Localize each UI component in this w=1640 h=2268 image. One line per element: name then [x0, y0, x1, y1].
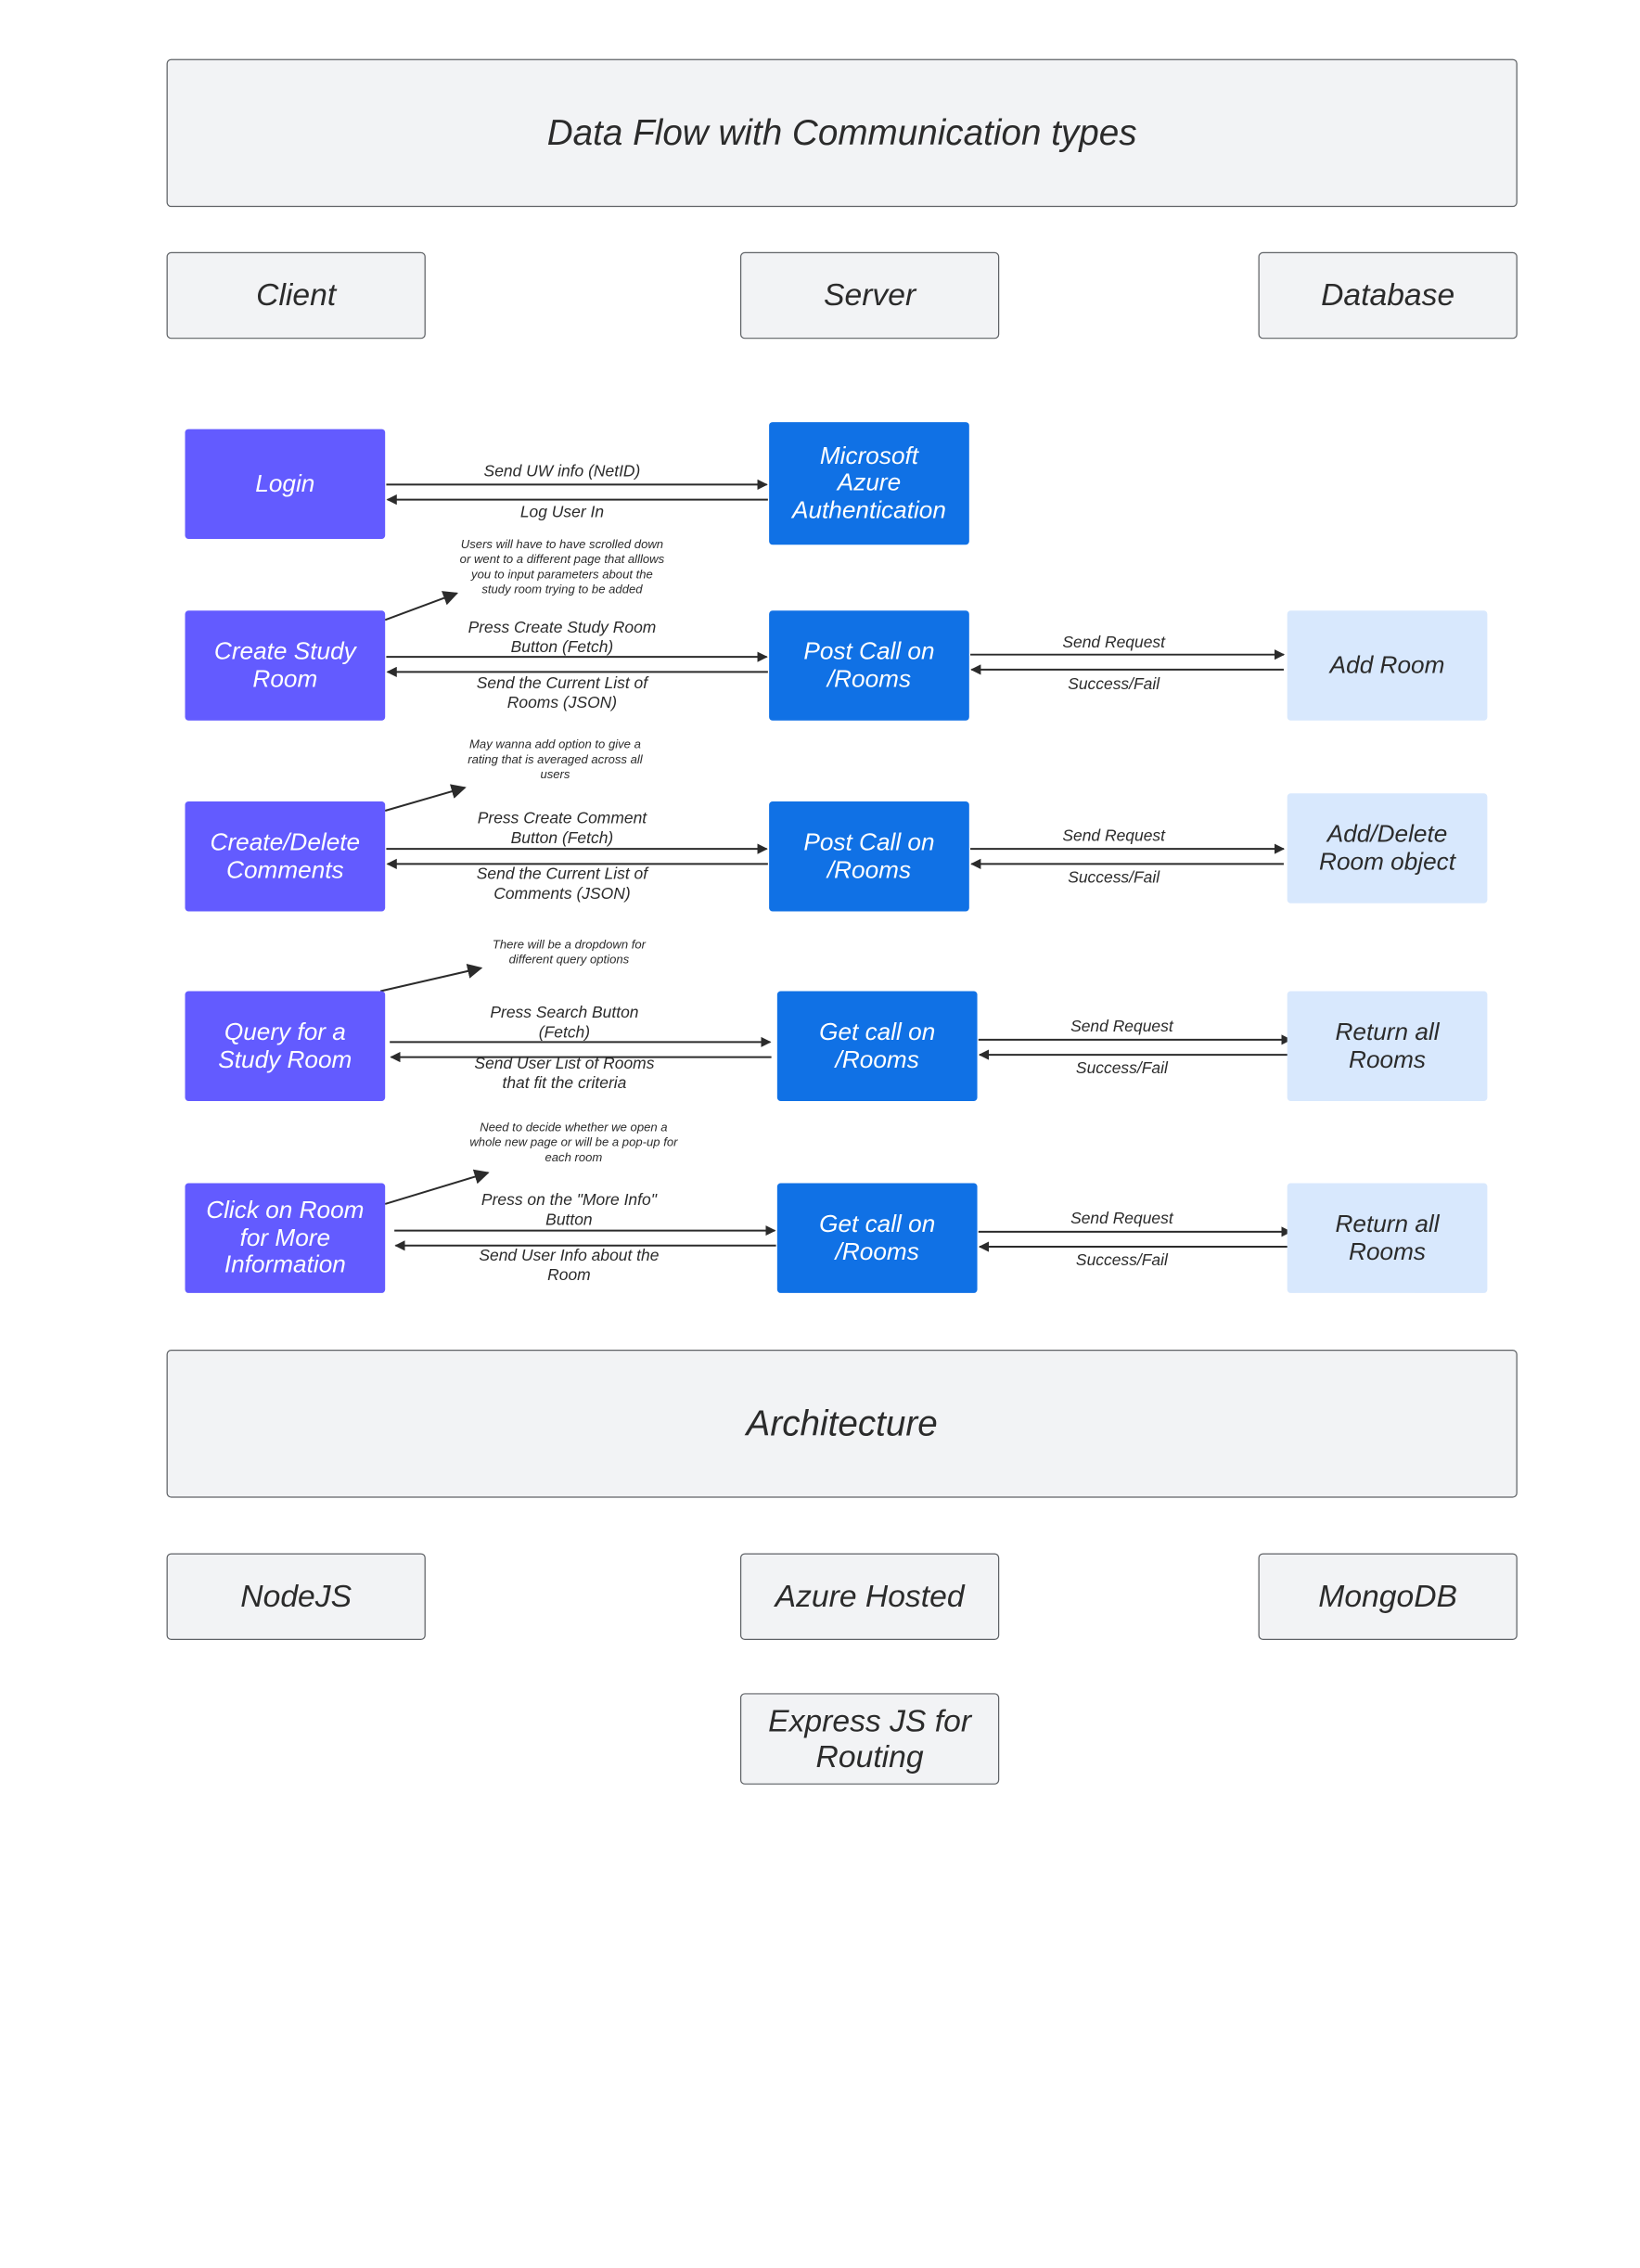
architecture-azure-hosted: Azure Hosted [739, 1553, 1000, 1640]
database-add-room-box: Add Room [1287, 610, 1488, 721]
database-return-rooms-box-2: Return all Rooms [1287, 1183, 1488, 1293]
label-login-response: Log User In [519, 502, 605, 521]
database-room-object-box: Add/Delete Room object [1287, 793, 1488, 903]
label-comments-response: Send the Current List of Comments (JSON) [476, 864, 648, 903]
architecture-title: Architecture [166, 1350, 1518, 1498]
server-azure-auth-box: Microsoft Azure Authentication [769, 422, 969, 545]
note-comments: May wanna add option to give a rating th… [468, 737, 643, 783]
client-comments-box: Create/Delete Comments [185, 801, 386, 912]
server-post-rooms-box: Post Call on /Rooms [769, 610, 969, 721]
server-get-rooms-box-2: Get call on /Rooms [776, 1183, 978, 1293]
label-query-request: Press Search Button (Fetch) [490, 1002, 639, 1042]
column-header-database: Database [1258, 251, 1518, 340]
label-add-room-request: Send Request [1062, 632, 1165, 651]
note-create-room: Users will have to have scrolled down or… [459, 537, 665, 597]
architecture-mongodb: MongoDB [1258, 1553, 1518, 1640]
label-query-response: Send User List of Rooms that fit the cri… [474, 1053, 655, 1093]
label-return-rooms-request: Send Request [1070, 1016, 1173, 1035]
label-return-rooms-2-response: Success/Fail [1075, 1249, 1168, 1269]
label-comments-request: Press Create Comment Button (Fetch) [477, 808, 647, 847]
diagram-title: Data Flow with Communication types [166, 58, 1518, 208]
server-post-rooms-box-2: Post Call on /Rooms [769, 801, 969, 912]
label-create-room-request: Press Create Study Room Button (Fetch) [468, 617, 657, 657]
label-room-object-response: Success/Fail [1068, 867, 1160, 887]
column-header-client: Client [166, 251, 426, 340]
connector-layer [379, 479, 1292, 1252]
label-return-rooms-2-request: Send Request [1070, 1208, 1173, 1227]
label-create-room-response: Send the Current List of Rooms (JSON) [476, 673, 648, 711]
column-header-server: Server [739, 251, 1000, 340]
architecture-express: Express JS for Routing [739, 1693, 1000, 1785]
label-login-request: Send UW info (NetID) [483, 461, 641, 481]
arrow-query-note [379, 963, 483, 993]
label-return-rooms-response: Success/Fail [1075, 1057, 1168, 1077]
client-login-box: Login [185, 429, 386, 540]
arrow-comments-note [384, 784, 467, 812]
server-get-rooms-box: Get call on /Rooms [776, 991, 978, 1101]
label-more-info-response: Send User Info about the Room [479, 1245, 660, 1285]
database-return-rooms-box: Return all Rooms [1287, 991, 1488, 1101]
client-query-box: Query for a Study Room [185, 991, 386, 1101]
arrow-create-room-note [384, 591, 459, 621]
label-room-object-request: Send Request [1062, 826, 1165, 845]
client-create-room-box: Create Study Room [185, 610, 386, 721]
client-more-info-box: Click on Room for More Information [185, 1183, 386, 1293]
architecture-nodejs: NodeJS [166, 1553, 426, 1640]
label-more-info-request: Press on the "More Info" Button [480, 1189, 657, 1229]
note-more-info: Need to decide whether we open a whole n… [469, 1121, 678, 1165]
note-query: There will be a dropdown for different q… [492, 938, 647, 967]
label-add-room-response: Success/Fail [1068, 673, 1160, 693]
arrow-more-info-note [384, 1169, 490, 1205]
